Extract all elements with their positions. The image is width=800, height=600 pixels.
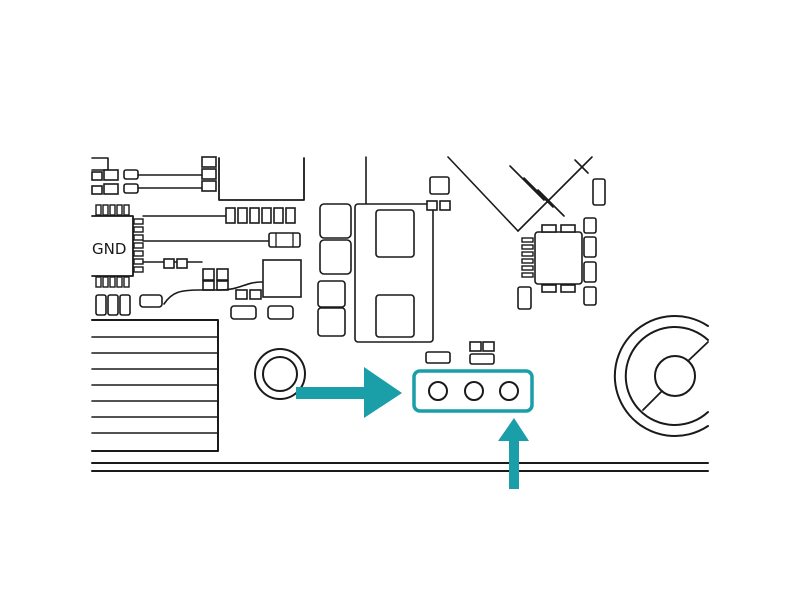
curved-trace [163, 281, 263, 305]
small-parts-mid [426, 176, 451, 211]
left-ic: GND [91, 204, 144, 288]
resistor-array [225, 207, 301, 248]
right-ic [521, 224, 583, 293]
mounting-hole-icon [254, 348, 306, 400]
capacitors-left [317, 203, 352, 337]
left-trace-block [91, 319, 219, 452]
small-parts-right [517, 178, 606, 310]
diagonal-ribbon [447, 156, 593, 232]
inductor-module [354, 203, 434, 343]
arrow-right-icon [296, 367, 402, 418]
top-left-components [91, 157, 139, 195]
gnd-label: GND [92, 240, 126, 258]
top-connector [137, 156, 305, 201]
square-ic [262, 259, 302, 298]
arrow-up-icon [498, 418, 529, 489]
small-parts-header [425, 341, 495, 365]
speaker-icon [613, 315, 709, 437]
three-pin-header-icon [412, 369, 534, 413]
board-edge [91, 462, 709, 472]
